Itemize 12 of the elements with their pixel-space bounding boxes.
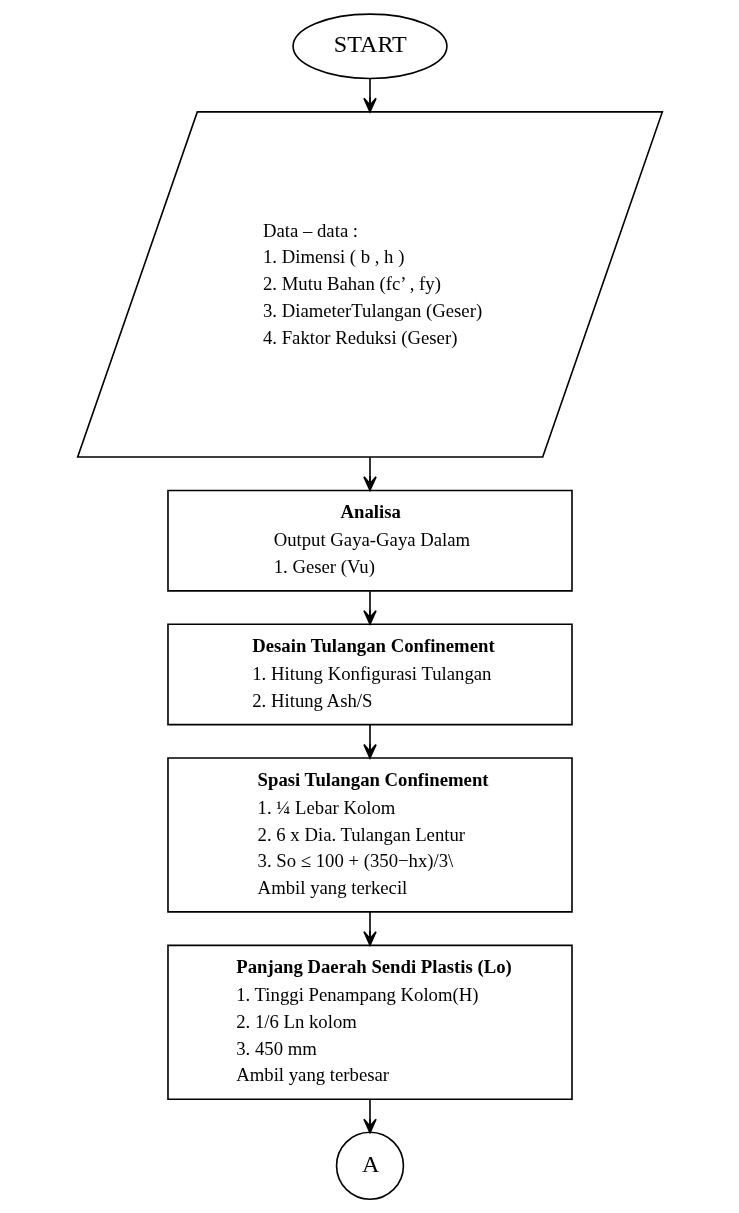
node-box: Desain Tulangan Confinement 1. Hitung Konfigurasi Tulangan 2. Hitung Ash/S xyxy=(166,623,573,726)
node-box: Analisa Output Gaya-Gaya Dalam 1. Geser (Vu) xyxy=(166,489,573,592)
node-circle: A xyxy=(335,1131,404,1200)
arrow xyxy=(362,724,377,759)
node-box: Panjang Daerah Sendi Plastis (Lo) 1. Tinggi Penampang Kolom(H) 2. 1/6 Ln kolom 3. 450 mm Ambil yang terbesar xyxy=(166,944,573,1100)
arrow xyxy=(362,911,377,946)
node-ellipse: START xyxy=(291,13,448,80)
arrow xyxy=(362,456,377,492)
arrow xyxy=(362,590,377,625)
node-box: Spasi Tulangan Confinement 1. ¼ Lebar Kolom 2. 6 x Dia. Tulangan Lentur 3. So ≤ 100 + (350−hx)/3\ Ambil yang terkecil xyxy=(166,757,573,913)
arrow xyxy=(362,1098,377,1134)
arrow xyxy=(362,78,377,113)
